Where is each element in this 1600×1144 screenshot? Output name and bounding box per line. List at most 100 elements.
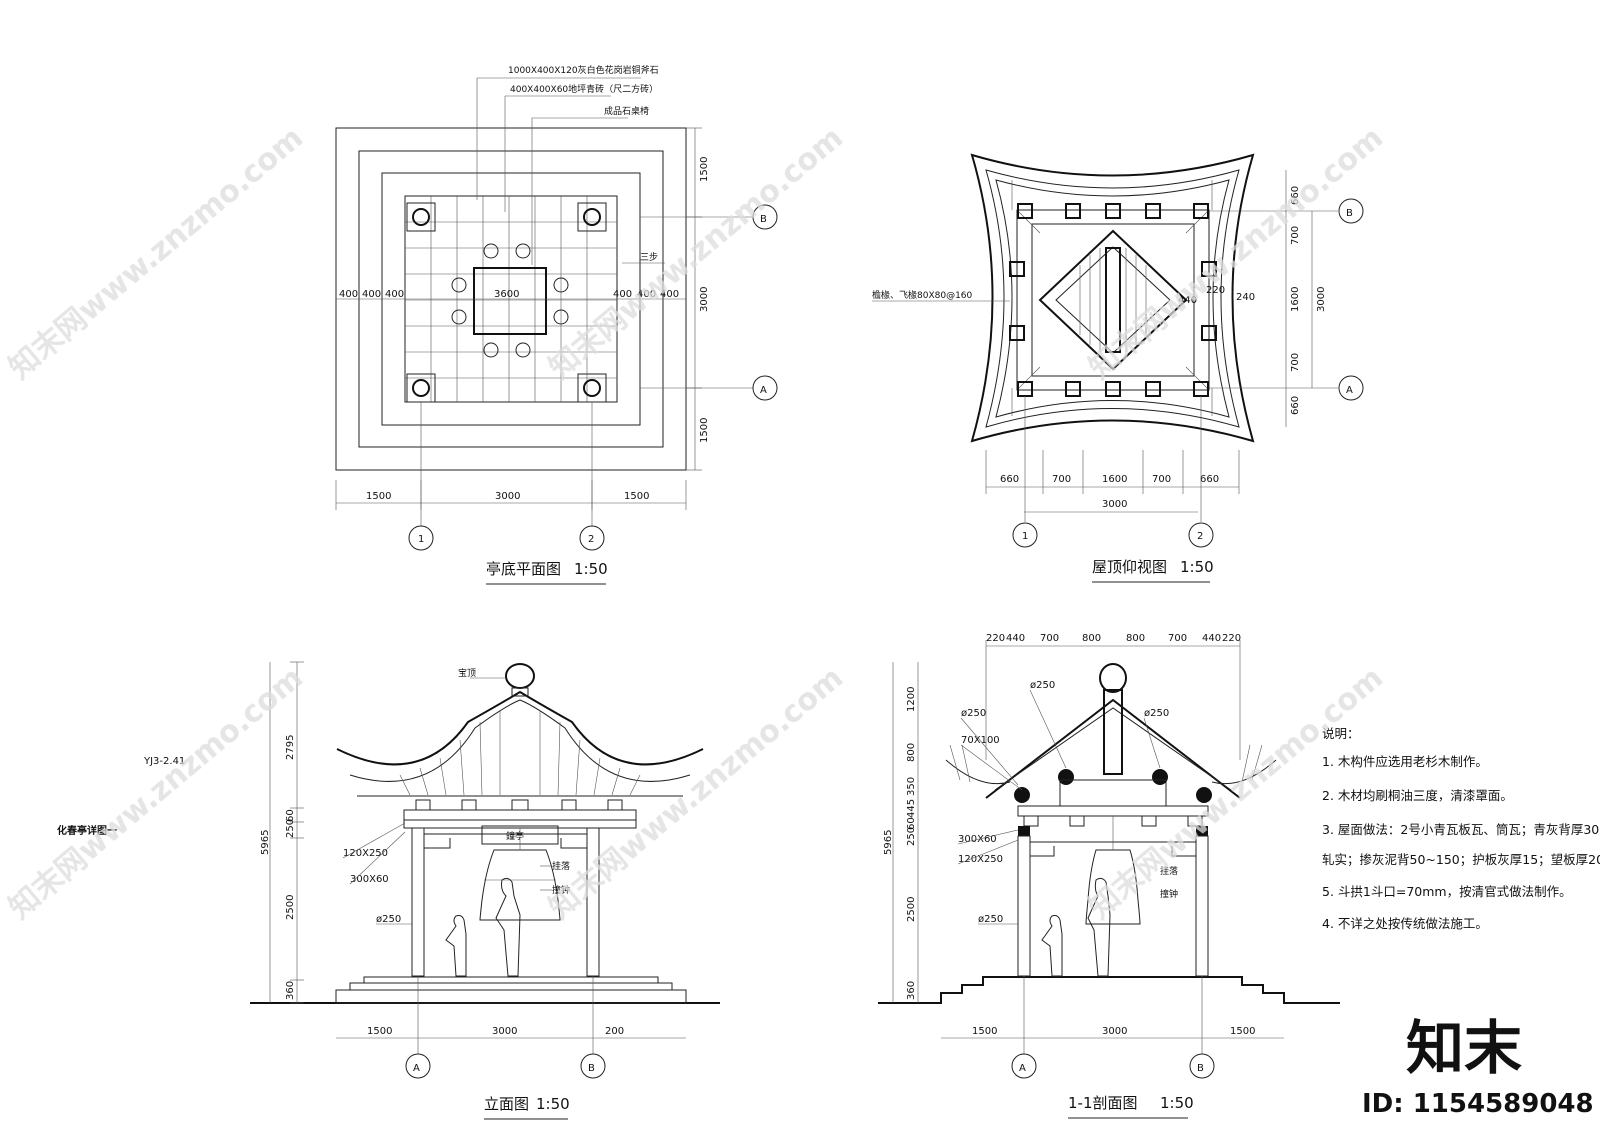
leader-3 bbox=[531, 117, 628, 265]
plan-dim-side-3: 1500 bbox=[699, 418, 710, 443]
column-4 bbox=[583, 379, 601, 397]
note-1: 1. 木构件应选用老杉木制作。 bbox=[1322, 754, 1488, 769]
roof-dim-inner-1: 440 bbox=[1178, 295, 1197, 306]
plan-dim-right-3: 400 bbox=[660, 289, 679, 300]
plan-dim-bottom-2: 3000 bbox=[495, 491, 520, 502]
stone-stools bbox=[451, 243, 569, 358]
elevation-dim-total: 5965 bbox=[260, 830, 271, 855]
plan-dim-left-2: 400 bbox=[362, 289, 381, 300]
plan-dim-center: 3600 bbox=[494, 289, 519, 300]
notes-block: 说明： 1. 木构件应选用老杉木制作。 2. 木材均刷桐油三度，清漆罩面。 3.… bbox=[1322, 726, 1600, 931]
section-person-adult bbox=[1087, 877, 1111, 977]
plan-dim-side-1: 1500 bbox=[699, 157, 710, 182]
leader-2 bbox=[504, 95, 611, 212]
roof-axis-a: A bbox=[1346, 385, 1353, 396]
plan-axis-b-marker bbox=[752, 204, 778, 230]
roof-axis-1: 1 bbox=[1022, 531, 1028, 542]
roof-dim-right-total: 3000 bbox=[1316, 287, 1327, 312]
section-dim-bottom-1: 1500 bbox=[972, 1026, 997, 1037]
roof-outline bbox=[970, 153, 1255, 443]
elevation-label-2: 撞钟 bbox=[552, 884, 570, 896]
elevation-dim-v-1: 2795 bbox=[285, 735, 296, 760]
section-dim-v-6: 250 bbox=[906, 827, 917, 846]
section-dim-top-3: 700 bbox=[1040, 633, 1059, 644]
plan-dim-right-1: 400 bbox=[613, 289, 632, 300]
watermark-text-4: 知末网www.znzmo.com bbox=[3, 660, 310, 926]
elevation-axis-a-marker bbox=[405, 1053, 431, 1079]
roof-axis-b: B bbox=[1346, 208, 1353, 219]
roof-axis-1-marker bbox=[1012, 522, 1038, 548]
roof-dim-bottom-5: 660 bbox=[1200, 474, 1219, 485]
note-4: 5. 斗拱1斗口=70mm，按清官式做法制作。 bbox=[1322, 884, 1572, 899]
plan-axis-a-marker bbox=[752, 375, 778, 401]
section-label-2: 撞钟 bbox=[1160, 888, 1178, 900]
roof-dim-bottom-4: 700 bbox=[1152, 474, 1171, 485]
plan-axis-2: 2 bbox=[588, 534, 594, 545]
section-dim-top-6: 700 bbox=[1168, 633, 1187, 644]
section-dim-bottom-3: 1500 bbox=[1230, 1026, 1255, 1037]
plan-axis-1-marker bbox=[408, 525, 434, 551]
roof-dim-right-1: 660 bbox=[1290, 186, 1301, 205]
roof-frame bbox=[1016, 209, 1210, 391]
section-label-1: 挂落 bbox=[1160, 865, 1178, 877]
column-3 bbox=[412, 379, 430, 397]
section-finial bbox=[1099, 663, 1127, 693]
king-post bbox=[1103, 689, 1123, 775]
elevation-view: 鐘亭 宝顶 挂落 撞钟 120X250 300X60 ø250 2795 60 … bbox=[250, 661, 720, 1120]
section-roof-slope bbox=[985, 698, 1241, 799]
roof-diagonal-frame bbox=[1038, 229, 1188, 371]
roof-dim-bottom-2: 700 bbox=[1052, 474, 1071, 485]
section-tiles bbox=[949, 744, 1263, 783]
section-view: 挂落 撞钟 ø250 ø250 70X100 300X60 120X250 ø2… bbox=[878, 633, 1340, 1119]
plan-callout-3: 成品石桌椅 bbox=[604, 105, 649, 117]
section-dim-bottom-2: 3000 bbox=[1102, 1026, 1127, 1037]
roof-axis-2: 2 bbox=[1197, 531, 1203, 542]
notes-heading: 说明： bbox=[1322, 726, 1360, 741]
section-dim-top-4: 800 bbox=[1082, 633, 1101, 644]
roof-boards bbox=[1016, 209, 1210, 391]
elevation-label-top: 宝顶 bbox=[458, 667, 476, 679]
finial bbox=[505, 663, 535, 689]
elevation-beam bbox=[403, 809, 637, 821]
watermark-text-2: 知末网www.znzmo.com bbox=[543, 120, 850, 386]
section-dim-v-2: 800 bbox=[906, 743, 917, 762]
section-callout-2: ø250 bbox=[961, 708, 986, 719]
section-dim-v-4: 445 bbox=[906, 799, 917, 818]
plan-dim-bottom-3: 1500 bbox=[624, 491, 649, 502]
plan-dim-left-1: 400 bbox=[339, 289, 358, 300]
elevation-dim-v-4: 2500 bbox=[285, 895, 296, 920]
section-axis-a-marker bbox=[1011, 1053, 1037, 1079]
plan-scale: 1:50 bbox=[574, 560, 608, 578]
roof-dim-bottom-3: 1600 bbox=[1102, 474, 1127, 485]
leader-1 bbox=[476, 77, 641, 200]
elevation-axis-a: A bbox=[413, 1063, 420, 1074]
person-child bbox=[445, 915, 467, 977]
elevation-brackets bbox=[415, 799, 623, 811]
column-base-1 bbox=[406, 202, 436, 232]
roof-axis-a-marker bbox=[1338, 375, 1364, 401]
section-dim-top-2: 440 bbox=[1006, 633, 1025, 644]
roof-dim-right-4: 700 bbox=[1290, 353, 1301, 372]
hanging-fret bbox=[424, 833, 587, 849]
plan-axis-b: B bbox=[760, 214, 767, 225]
drawing-name: 化春亭详图一 bbox=[57, 824, 117, 837]
stone-table bbox=[473, 267, 547, 335]
elevation-axis-b: B bbox=[588, 1063, 595, 1074]
roof-dim-bottom-1: 660 bbox=[1000, 474, 1019, 485]
elevation-callout-3: ø250 bbox=[376, 914, 401, 925]
elevation-roof-curve bbox=[336, 690, 704, 766]
elevation-dim-bottom-1: 1500 bbox=[367, 1026, 392, 1037]
watermarks: 知末网www.znzmo.com 知末网www.znzmo.com 知末网www… bbox=[3, 120, 1390, 926]
section-dim-total: 5965 bbox=[883, 830, 894, 855]
section-axis-b: B bbox=[1197, 1063, 1204, 1074]
elevation-callout-1: 120X250 bbox=[343, 848, 388, 859]
section-callout-5: 120X250 bbox=[958, 854, 1003, 865]
section-dim-v-5: 60 bbox=[906, 817, 917, 830]
section-dim-top-1: 220 bbox=[986, 633, 1005, 644]
watermark-text-1: 知末网www.znzmo.com bbox=[3, 120, 310, 386]
rafters bbox=[1011, 180, 1213, 416]
note-5: 4. 不详之处按传统做法施工。 bbox=[1322, 916, 1488, 931]
section-bell bbox=[1085, 849, 1141, 925]
roof-dim-inner-3: 240 bbox=[1236, 292, 1255, 303]
